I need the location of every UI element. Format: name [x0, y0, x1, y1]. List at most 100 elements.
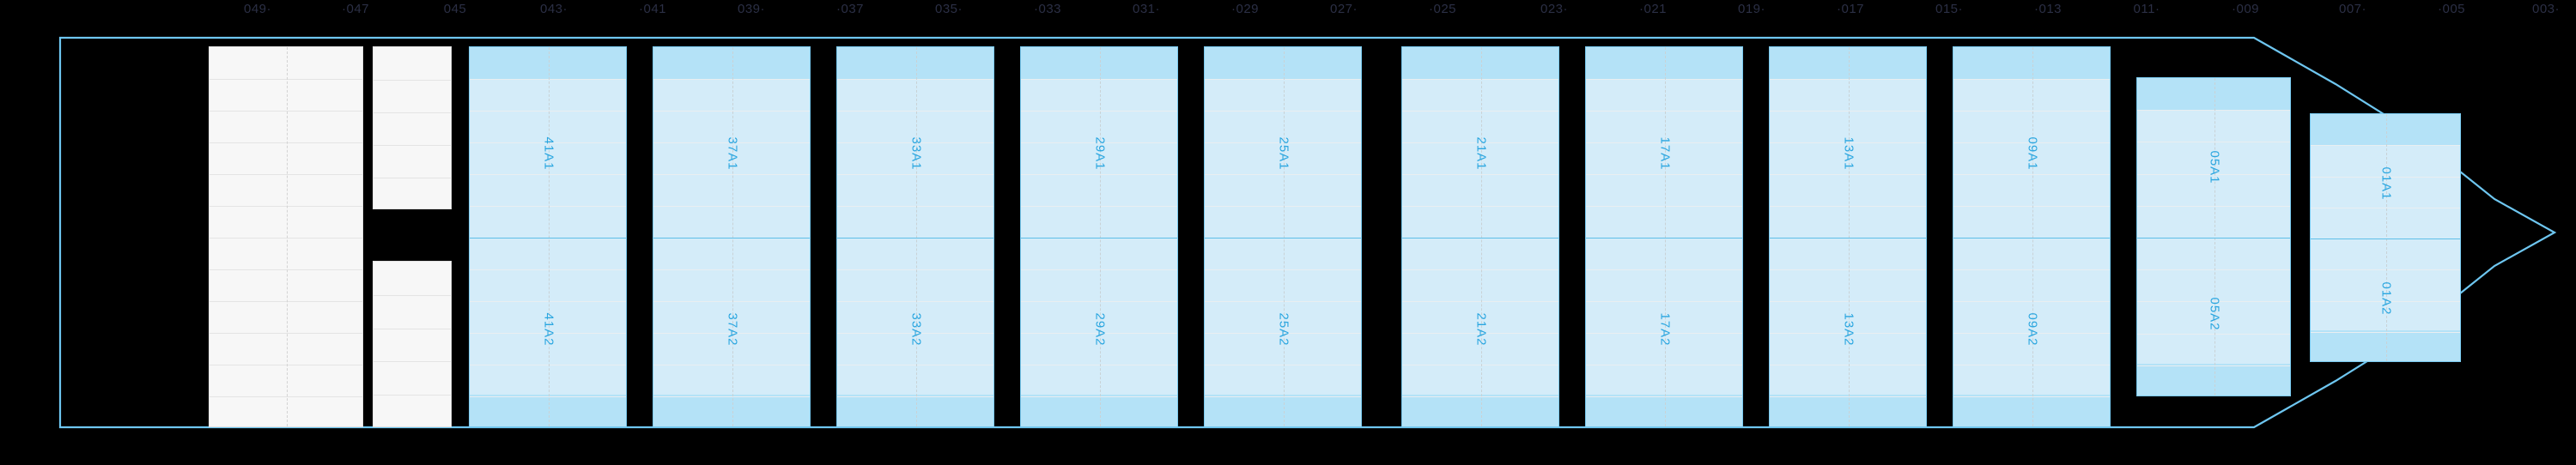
bay-row-divider — [210, 174, 362, 175]
bay-label-lower: 37A2 — [725, 312, 740, 347]
bay-label-lower: 01A2 — [2379, 281, 2394, 316]
bay-row-divider — [470, 333, 626, 334]
bay-cap-top — [1402, 47, 1558, 79]
bay-row-divider — [2137, 334, 2290, 335]
bay-row-divider — [1205, 206, 1361, 207]
bay-cap-bottom — [1770, 395, 1926, 426]
frame-tick-003: 003· — [2532, 2, 2560, 16]
bay-row-divider — [2311, 145, 2460, 146]
bay-row-divider — [210, 206, 362, 207]
bay-row-divider — [210, 269, 362, 270]
bay-stern-tall[interactable] — [209, 46, 363, 427]
bay-cap-top — [1953, 47, 2110, 79]
bay-centerline — [1849, 47, 1850, 426]
bay-row-divider — [2311, 177, 2460, 178]
bay-cap-bottom — [1021, 395, 1177, 426]
bay-cap-top — [1021, 47, 1177, 79]
bay-row-divider — [1953, 174, 2110, 175]
frame-tick-label: ·009 — [2231, 2, 2260, 16]
frame-tick-015: 015· — [1935, 2, 1963, 16]
bay-row-divider — [1021, 269, 1177, 270]
bay-cap-bottom — [1953, 395, 2110, 426]
bay-row-divider — [374, 295, 451, 296]
bay-41[interactable]: 41A1 41A2 — [469, 46, 627, 427]
bay-row-divider — [1021, 174, 1177, 175]
frame-tick-label: 035· — [934, 2, 963, 16]
bay-centerline — [1481, 47, 1482, 426]
bay-row-divider — [837, 333, 993, 334]
bay-row-divider — [2311, 269, 2460, 270]
bay-row-divider — [470, 142, 626, 143]
bay-row-divider — [1205, 396, 1361, 397]
bay-13[interactable]: 13A1 13A2 — [1769, 46, 1927, 427]
bay-row-divider — [2311, 301, 2460, 302]
bay-label-upper: 13A1 — [1841, 136, 1856, 171]
bay-row-divider — [1205, 333, 1361, 334]
bay-row-divider — [837, 269, 993, 270]
bay-cap-top — [1770, 47, 1926, 79]
frame-tick-011: 011· — [2134, 2, 2160, 16]
bay-row-divider — [1021, 111, 1177, 112]
bay-row-divider — [1205, 142, 1361, 143]
bay-01[interactable]: 01A1 01A2 — [2310, 113, 2461, 362]
bay-row-divider — [653, 333, 810, 334]
bay-row-divider — [210, 396, 362, 397]
bay-tier-divider — [1021, 238, 1177, 239]
frame-tick-label: 027· — [1329, 2, 1358, 16]
bay-row-divider — [374, 145, 451, 146]
bay-tier-divider — [1586, 238, 1742, 239]
bay-row-divider — [470, 269, 626, 270]
bay-label-lower: 41A2 — [541, 312, 556, 347]
bay-row-divider — [1586, 269, 1742, 270]
bay-row-divider — [1021, 333, 1177, 334]
bay-cap-bottom — [837, 395, 993, 426]
bay-row-divider — [470, 111, 626, 112]
bay-row-divider — [1586, 174, 1742, 175]
bay-cap-bottom — [2311, 329, 2460, 361]
bay-centerline — [1284, 47, 1285, 426]
frame-tick-label: ·041 — [638, 2, 667, 16]
bay-37[interactable]: 37A1 37A2 — [653, 46, 811, 427]
bay-row-divider — [210, 301, 362, 302]
bay-label-lower: 13A2 — [1841, 312, 1856, 347]
frame-tick-033: ·033 — [1034, 2, 1061, 16]
bay-row-divider — [2137, 206, 2290, 207]
bay-row-divider — [210, 142, 362, 143]
frame-tick-019: 019· — [1738, 2, 1765, 16]
bay-row-divider — [1953, 79, 2110, 80]
bay-row-divider — [1586, 79, 1742, 80]
bay-row-divider — [374, 112, 451, 113]
bay-stern-upper[interactable] — [373, 46, 452, 209]
bay-row-divider — [2137, 110, 2290, 111]
bay-row-divider — [1586, 206, 1742, 207]
bay-row-divider — [837, 111, 993, 112]
bay-label-upper: 41A1 — [541, 136, 556, 171]
bay-row-divider — [837, 396, 993, 397]
bay-row-divider — [1770, 301, 1926, 302]
bay-row-divider — [653, 396, 810, 397]
bay-stern-lower[interactable] — [373, 261, 452, 427]
bay-label-lower: 17A2 — [1657, 312, 1673, 347]
bay-tier-divider — [1205, 238, 1361, 239]
bay-row-divider — [1021, 206, 1177, 207]
bay-cap-top — [1586, 47, 1742, 79]
frame-tick-label: ·029 — [1230, 2, 1260, 16]
frame-tick-045: 045 — [444, 2, 467, 16]
bay-row-divider — [374, 80, 451, 81]
bay-row-divider — [1402, 206, 1558, 207]
frame-tick-label: 007· — [2338, 2, 2367, 16]
bay-label-upper: 01A1 — [2379, 166, 2394, 201]
frame-tick-label: ·017 — [1836, 2, 1865, 16]
bay-label-lower: 09A2 — [2025, 312, 2040, 347]
bay-row-divider — [837, 206, 993, 207]
bay-label-upper: 37A1 — [725, 136, 740, 171]
bay-row-divider — [653, 301, 810, 302]
